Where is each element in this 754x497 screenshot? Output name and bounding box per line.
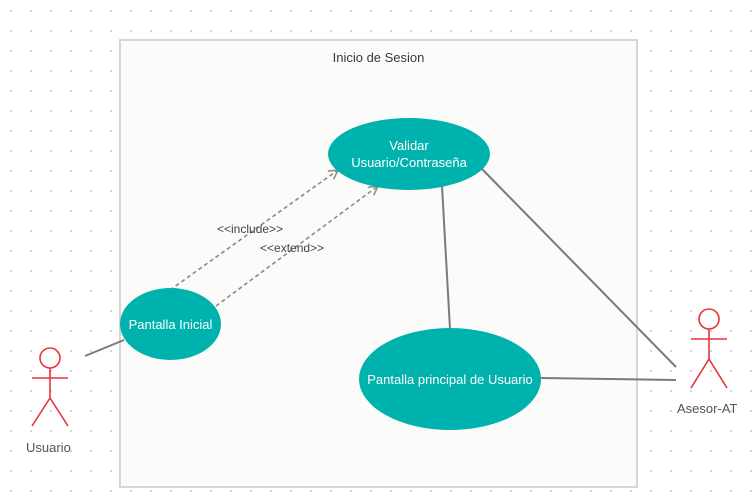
use-case-pantalla-principal[interactable]: Pantalla principal de Usuario [359, 328, 541, 430]
use-case-pantalla-principal-label: Pantalla principal de Usuario [367, 371, 533, 387]
association-validar-principal[interactable] [441, 185, 451, 330]
use-case-pantalla-inicial[interactable]: Pantalla Inicial [120, 288, 221, 360]
association-principal-asesor[interactable] [540, 377, 677, 381]
association-validar-asesor[interactable] [481, 168, 677, 368]
use-case-validar-usuario[interactable]: Validar Usuario/Contraseña [328, 118, 490, 190]
actor-asesor-label: Asesor-AT [677, 401, 738, 416]
actor-usuario-figure[interactable] [31, 347, 69, 427]
actor-asesor-figure[interactable] [690, 308, 728, 389]
use-case-validar-label: Validar Usuario/Contraseña [351, 138, 467, 170]
actor-usuario-label: Usuario [26, 440, 71, 455]
system-boundary-title: Inicio de Sesion [332, 50, 425, 65]
extend-stereotype-label: <<extend>> [260, 241, 325, 255]
use-case-pantalla-inicial-label: Pantalla Inicial [128, 316, 213, 332]
system-boundary [119, 39, 638, 488]
extend-dependency[interactable] [215, 185, 380, 307]
include-stereotype-label: <<include>> [217, 222, 284, 236]
association-usuario-pantalla-inicial[interactable] [84, 339, 125, 357]
